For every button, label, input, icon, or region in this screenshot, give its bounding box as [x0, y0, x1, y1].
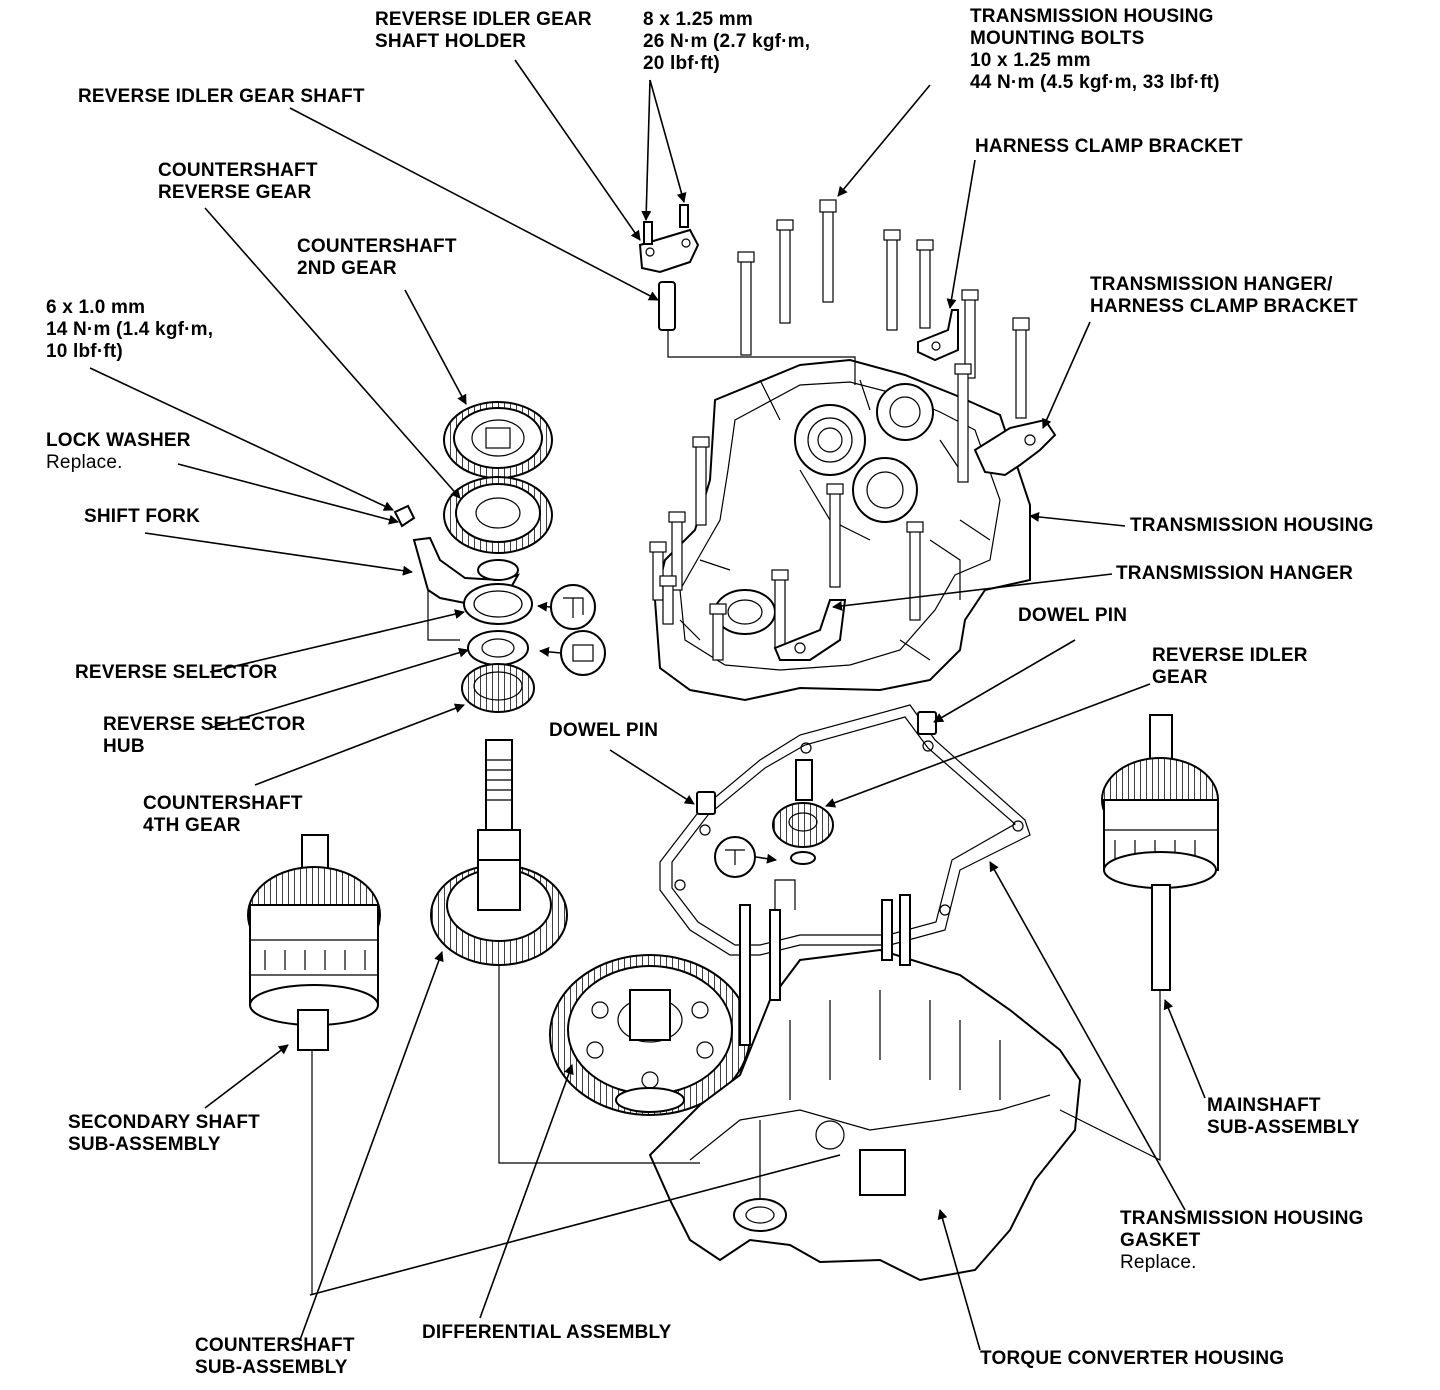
label-holder-bolt-spec: 8 x 1.25 mm 26 N·m (2.7 kgf·m, 20 lbf·ft…	[643, 9, 811, 74]
reverse-selector	[463, 583, 533, 625]
spacer-collar	[477, 559, 519, 581]
label-transmission-housing-mounting-bolts: TRANSMISSION HOUSING MOUNTING BOLTS 10 x…	[970, 6, 1220, 93]
reverse-idler-gear-shaft	[658, 281, 676, 331]
transmission-hanger-harness-bracket	[973, 418, 1057, 477]
lock-washer	[393, 504, 416, 528]
label-countershaft-2nd-gear: COUNTERSHAFT 2ND GEAR	[297, 236, 457, 279]
label-secondary-shaft-sub-assembly: SECONDARY SHAFT SUB-ASSEMBLY	[68, 1112, 260, 1155]
dowel-pin-upper	[917, 711, 937, 735]
label-countershaft-sub-assembly: COUNTERSHAFT SUB-ASSEMBLY	[195, 1335, 355, 1378]
harness-clamp-bracket	[917, 309, 959, 362]
label-lock-bolt-spec: 6 x 1.0 mm 14 N·m (1.4 kgf·m, 10 lbf·ft)	[46, 297, 214, 362]
label-shift-fork: SHIFT FORK	[84, 506, 200, 527]
secondary-shaft	[247, 834, 381, 1051]
oil-symbol-lower-icon	[714, 836, 756, 878]
label-transmission-housing-gasket-note: Replace.	[1120, 1252, 1197, 1273]
label-lock-washer-note: Replace.	[46, 452, 123, 473]
label-harness-clamp-bracket: HARNESS CLAMP BRACKET	[975, 136, 1243, 157]
label-transmission-housing-gasket: TRANSMISSION HOUSING GASKET Replace.	[1120, 1208, 1364, 1273]
countershaft-2nd-gear	[443, 401, 553, 479]
label-mainshaft-sub-assembly: MAINSHAFT SUB-ASSEMBLY	[1207, 1095, 1360, 1138]
label-dowel-pin-lower: DOWEL PIN	[549, 720, 659, 741]
reverse-idler-gear-shaft-holder	[638, 204, 700, 274]
label-transmission-hanger-harness-clamp-bracket: TRANSMISSION HANGER/ HARNESS CLAMP BRACK…	[1090, 274, 1358, 317]
label-countershaft-4th-gear: COUNTERSHAFT 4TH GEAR	[143, 793, 303, 836]
mainshaft	[1101, 714, 1219, 991]
transmission-hanger	[773, 599, 847, 661]
label-dowel-pin-upper: DOWEL PIN	[1018, 605, 1128, 626]
reverse-selector-hub	[467, 630, 529, 666]
torque-converter-housing	[648, 879, 1082, 1282]
label-countershaft-reverse-gear: COUNTERSHAFT REVERSE GEAR	[158, 160, 318, 203]
transmission-housing-gasket	[659, 704, 1031, 956]
label-lock-washer: LOCK WASHER Replace.	[46, 430, 191, 473]
label-transmission-housing: TRANSMISSION HOUSING	[1130, 515, 1374, 536]
label-reverse-idler-gear: REVERSE IDLER GEAR	[1152, 645, 1308, 688]
countershaft-reverse-gear	[443, 476, 553, 554]
grease-symbol-icon	[550, 584, 596, 630]
differential-assembly	[549, 954, 751, 1116]
oil-symbol-icon	[560, 630, 606, 676]
label-reverse-idler-gear-shaft: REVERSE IDLER GEAR SHAFT	[78, 86, 365, 107]
countershaft	[430, 739, 568, 966]
countershaft-4th-gear	[461, 663, 535, 713]
label-torque-converter-housing: TORQUE CONVERTER HOUSING	[980, 1348, 1285, 1369]
label-reverse-selector-hub: REVERSE SELECTOR HUB	[103, 714, 306, 757]
reverse-idler-gear	[772, 759, 834, 865]
leader-lines	[89, 59, 1206, 1351]
label-transmission-hanger: TRANSMISSION HANGER	[1116, 563, 1354, 584]
label-differential-assembly: DIFFERENTIAL ASSEMBLY	[422, 1322, 672, 1343]
label-reverse-idler-gear-shaft-holder: REVERSE IDLER GEAR SHAFT HOLDER	[375, 9, 592, 52]
label-reverse-selector: REVERSE SELECTOR	[75, 662, 278, 683]
transmission-housing	[653, 320, 1031, 702]
housing-bolts	[649, 199, 1030, 661]
dowel-pin-lower	[696, 791, 716, 815]
